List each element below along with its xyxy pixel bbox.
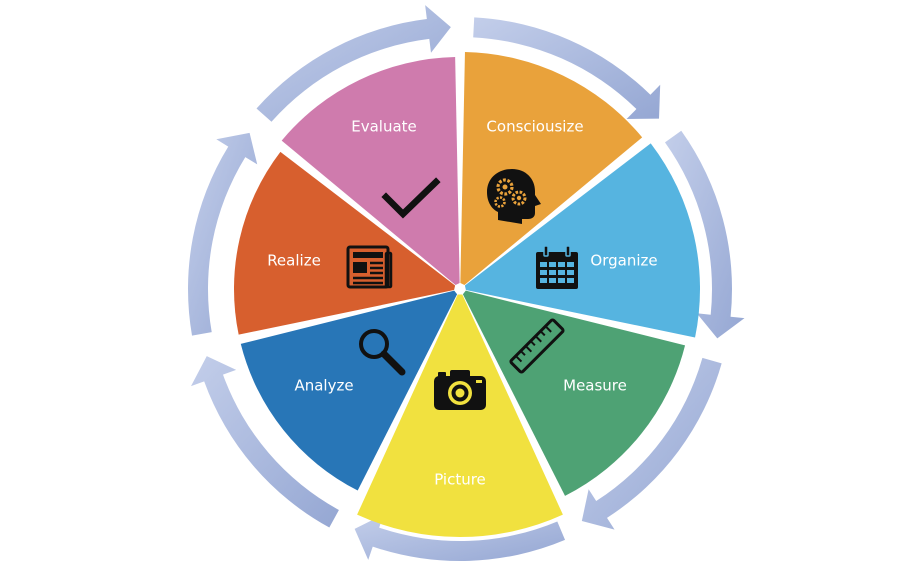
cycle-arrow-organize: [664, 130, 745, 339]
wedge-realize: [233, 151, 456, 335]
magnifier-icon: [359, 329, 406, 376]
segment-label-measure: Measure: [563, 377, 627, 395]
wedge-picture: [357, 294, 563, 538]
cycle-arrow-consciousize: [473, 17, 661, 120]
cycle-arrow-ring: [188, 5, 745, 561]
segment-label-analyze: Analyze: [294, 377, 353, 395]
wedge-consciousize: [460, 52, 643, 286]
segment-label-picture: Picture: [434, 471, 486, 489]
pie-wedges: [233, 52, 701, 538]
wedge-analyze: [240, 290, 458, 491]
wedge-organize: [464, 143, 701, 338]
calendar-icon: [536, 245, 578, 289]
segment-label-realize: Realize: [267, 252, 321, 270]
newspaper-icon: [346, 245, 393, 289]
segment-label-consciousize: Consciousize: [486, 118, 583, 136]
head-gears-icon: [487, 169, 541, 224]
cycle-arrow-evaluate: [256, 5, 451, 122]
wedge-evaluate: [281, 57, 460, 286]
cycle-arrow-realize: [188, 132, 258, 336]
cycle-arrow-picture: [354, 514, 566, 561]
camera-icon: [434, 370, 486, 410]
ruler-icon: [509, 318, 565, 374]
segment-label-organize: Organize: [590, 252, 657, 270]
wedge-measure: [462, 290, 686, 496]
checkmark-icon: [381, 177, 441, 219]
cycle-arrow-measure: [581, 357, 722, 530]
segment-label-evaluate: Evaluate: [351, 118, 417, 136]
cycle-arrow-analyze: [191, 356, 339, 528]
